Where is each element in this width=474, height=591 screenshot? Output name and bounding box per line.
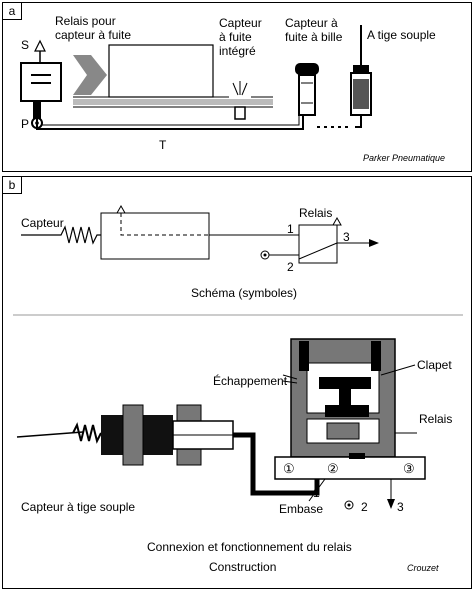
capteur-symbol-box (100, 212, 210, 260)
out-1-label: 1 (313, 486, 320, 500)
port-c3: ③ (403, 461, 415, 476)
echappement-arrow-1 (282, 374, 298, 380)
rail-shade (73, 99, 273, 105)
connection-tube (233, 432, 320, 496)
relais-symbol-box (298, 224, 338, 264)
panel-b-tag: b (3, 177, 22, 194)
relais-triangle (332, 216, 342, 226)
tige-souple-label: A tige souple (367, 28, 436, 42)
port-2-dot (263, 253, 267, 257)
flex-sensor-cap (353, 65, 369, 73)
construction-caption-1: Connexion et fonctionnement du relais (147, 540, 352, 554)
capteur-integre-line3: intégré (219, 44, 256, 58)
leak-jet-3 (241, 82, 248, 96)
sensor-nut-left (122, 404, 144, 466)
out-3-label: 3 (397, 500, 404, 514)
relais-construction-label: Relais (419, 412, 452, 426)
ball-sensor-body (298, 74, 316, 116)
out-2-dot (347, 503, 351, 507)
echappement-label: Échappement (213, 373, 288, 388)
t-label: T (159, 138, 167, 152)
capteur-integre-line1: Capteur (219, 16, 262, 30)
sensor-spring (72, 422, 102, 444)
clapet-label: Clapet (417, 358, 452, 372)
capteur-spring (21, 225, 101, 245)
construction-caption-2: Construction (209, 560, 276, 574)
signal-pipe (36, 115, 304, 130)
out-2-label: 2 (361, 500, 368, 514)
s-label: S (21, 38, 29, 52)
flex-sensor-shade (353, 79, 369, 109)
panel-a-tag: a (3, 3, 22, 20)
relay-piston (326, 422, 360, 440)
relay-stem-right (371, 341, 381, 371)
out-3-arrow (387, 499, 395, 509)
clapet-leader (380, 364, 416, 376)
relais-label-line2: capteur à fuite (55, 28, 131, 42)
panel-b-diagram: Capteur Relais 1 2 3 Schéma (symboles) (13, 204, 463, 574)
p-label: P (21, 117, 29, 131)
capteur-triangle (116, 204, 126, 214)
embase-leader (308, 478, 326, 502)
relais-internal-link (298, 242, 338, 260)
panel-a-diagram: S P Relais pour capteur à fuite Ca (20, 14, 445, 163)
capteur-dashed-path (120, 213, 209, 236)
parker-credit: Parker Pneumatique (363, 153, 445, 163)
integrated-sensor-body (234, 106, 246, 120)
relais-out-arrow (369, 239, 379, 247)
port-c2: ② (327, 461, 339, 476)
signal-pipe-inner (41, 115, 300, 126)
echappement-arrow-2 (282, 380, 298, 384)
panel-a: a S P (2, 2, 472, 172)
crouzet-credit: Crouzet (407, 563, 439, 573)
relais-label-line1: Relais pour (55, 14, 116, 28)
capteur-integre-line2: à fuite (219, 30, 252, 44)
clapet-disc (325, 405, 369, 417)
capteur-bille-line1: Capteur à (285, 16, 338, 30)
embase-label: Embase (279, 502, 323, 516)
schema-port-3: 3 (343, 230, 350, 244)
capteur-bille-line2: fuite à bille (285, 30, 343, 44)
embase-slot (349, 453, 365, 459)
flex-wire (16, 431, 84, 438)
main-block (108, 44, 214, 98)
pipe-tige (355, 115, 362, 128)
s-arrow-head (34, 39, 46, 52)
schema-relais-label: Relais (299, 206, 332, 220)
schema-capteur-label: Capteur (21, 216, 64, 230)
clapet-plate (319, 377, 371, 389)
leak-jet-1 (232, 82, 239, 96)
schema-port-2: 2 (287, 260, 294, 274)
schema-port-1: 1 (287, 222, 294, 236)
relay-stem-left (299, 341, 309, 371)
ball-sensor-cap (295, 63, 319, 75)
panel-b: b Capteur Relais 1 2 3 Schéma (symboles) (2, 176, 472, 589)
relay-stem (33, 101, 41, 119)
schema-caption: Schéma (symboles) (191, 286, 297, 300)
capteur-tige-label: Capteur à tige souple (21, 500, 135, 514)
port-c1: ① (283, 461, 295, 476)
flow-arrow (73, 55, 107, 95)
